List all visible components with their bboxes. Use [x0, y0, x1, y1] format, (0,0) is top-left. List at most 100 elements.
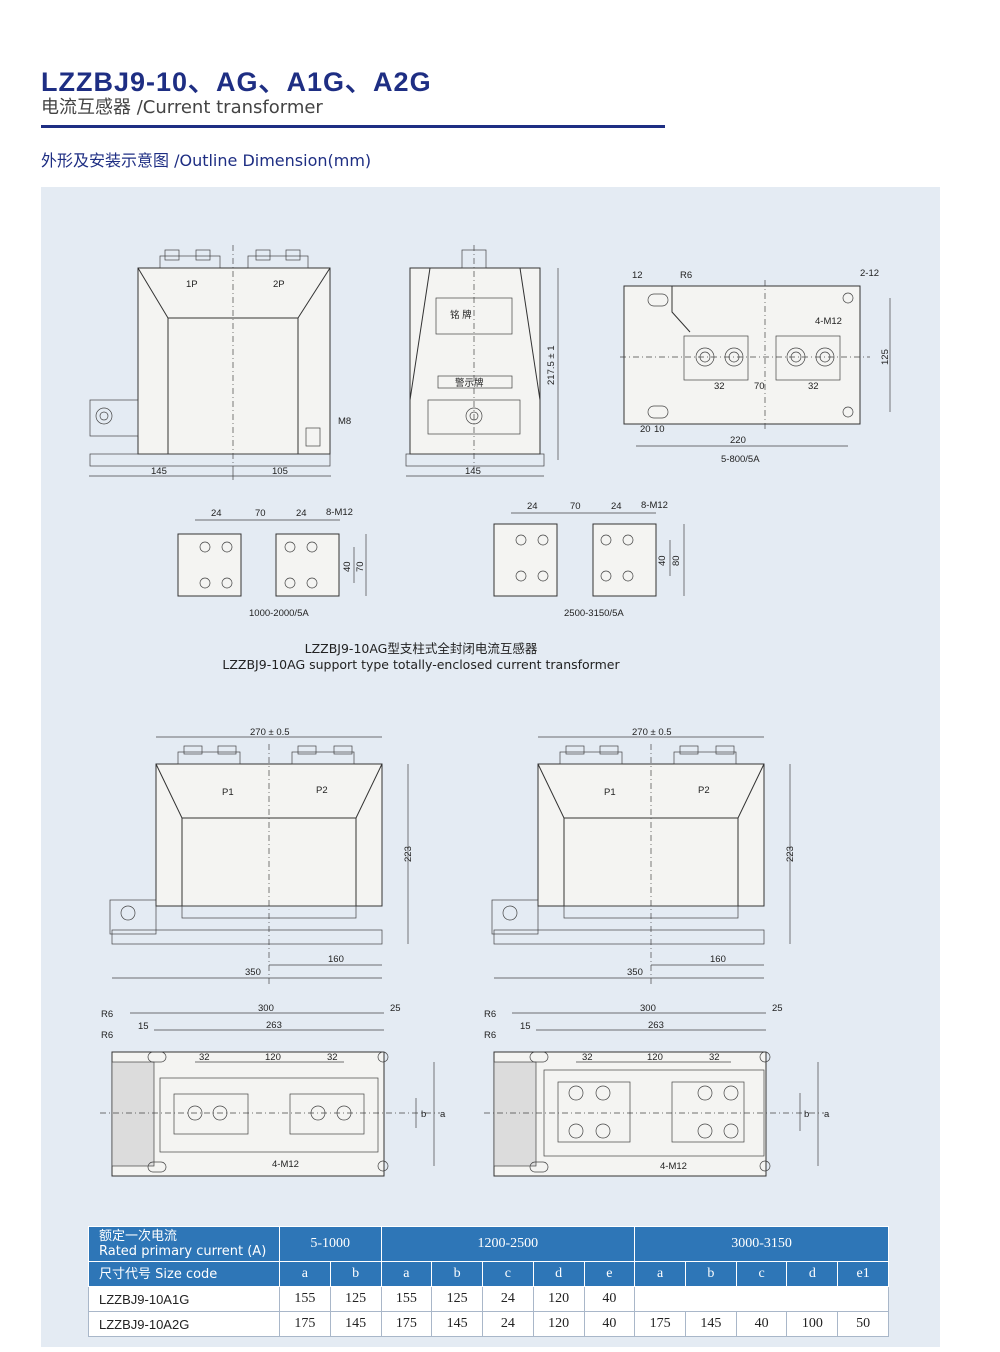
label-r6-2-b: R6	[484, 1030, 496, 1041]
table-row: LZZBJ9-10A1G 155 125 155 125 24 120 40	[88, 1286, 889, 1312]
dim-350-a: 350	[245, 967, 261, 978]
dim-145-a: 145	[151, 466, 167, 477]
label-8-m12-b: 8-M12	[641, 500, 668, 511]
label-8-m12-a: 8-M12	[326, 507, 353, 518]
label-p2-b: P2	[698, 785, 710, 796]
title-block: LZZBJ9-10、AG、A1G、A2G 电流互感器 /Current tran…	[41, 66, 665, 120]
dim-24-b: 24	[296, 508, 307, 519]
label-1p: 1P	[186, 279, 198, 290]
dim-350-b: 350	[627, 967, 643, 978]
dim-32-c: 32	[199, 1052, 210, 1063]
rating-top: 5-800/5A	[721, 454, 760, 465]
rating-b: 2500-3150/5A	[564, 608, 624, 619]
front-view-top: 1P 2P M8 145 105	[89, 245, 351, 480]
dimension-table: 额定一次电流 Rated primary current (A) 5-1000 …	[88, 1226, 889, 1337]
label-m8: M8	[338, 416, 351, 427]
dim-70: 70	[754, 381, 765, 392]
caption-en: LZZBJ9-10AG support type totally-enclose…	[222, 657, 620, 672]
front-view-lower-right: 270 ± 0.5 P1 P2 223 350 160	[491, 727, 796, 985]
header-rated-current: 额定一次电流 Rated primary current (A)	[88, 1226, 280, 1262]
size-code-cell: a	[278, 1261, 331, 1287]
plan-view-lower-left: 300 25 263 R6 R6 15 32 120 32 b a 4-M12	[100, 1003, 446, 1177]
dim-32-e: 32	[582, 1052, 593, 1063]
table-cell: 120	[532, 1311, 585, 1337]
table-cell	[634, 1286, 889, 1312]
section-title: 外形及安装示意图 /Outline Dimension(mm)	[41, 151, 372, 170]
dim-80: 80	[671, 555, 682, 566]
size-code-cell: c	[482, 1261, 534, 1287]
front-view-lower-left: 270 ± 0.5 P1 P2 223 350 160	[109, 727, 414, 985]
header-size-code: 尺寸代号 Size code	[88, 1261, 280, 1287]
page-subtitle: 电流互感器 /Current transformer	[41, 97, 323, 118]
table-cell: 155	[278, 1286, 331, 1312]
dim-20: 20	[640, 424, 651, 435]
dim-223-b: 223	[785, 846, 796, 862]
side-view-top: 铭 牌 警示牌 145 217.5 ± 1	[405, 245, 559, 477]
range-cell: 5-1000	[278, 1226, 382, 1262]
table-cell: 24	[482, 1311, 534, 1337]
rating-a: 1000-2000/5A	[249, 608, 309, 619]
label-r6-1-b: R6	[484, 1009, 496, 1020]
table-row: LZZBJ9-10A2G 175 145 175 145 24 120 40 1…	[88, 1311, 889, 1337]
dim-120-b: 120	[647, 1052, 663, 1063]
dim-b-a: b	[421, 1109, 426, 1120]
size-code-cell: c	[735, 1261, 788, 1287]
dim-160-a: 160	[328, 954, 344, 965]
label-2-12: 2-12	[860, 268, 879, 279]
dim-70-v: 70	[355, 561, 366, 572]
table-cell: 145	[684, 1311, 737, 1337]
size-code-cell: e	[583, 1261, 636, 1287]
dim-b-b: b	[804, 1109, 809, 1120]
table-cell: 145	[431, 1311, 484, 1337]
dim-263-b: 263	[648, 1020, 664, 1031]
label-r6-top: R6	[680, 270, 692, 281]
title-rule	[41, 125, 665, 128]
dim-25-b: 25	[772, 1003, 783, 1014]
label-p1-a: P1	[222, 787, 234, 798]
size-code-cell: b	[329, 1261, 382, 1287]
dim-160-b: 160	[710, 954, 726, 965]
table-cell: 175	[634, 1311, 686, 1337]
table-cell: 24	[482, 1286, 534, 1312]
label-4-m12-b: 4-M12	[660, 1161, 687, 1172]
dim-24-a: 24	[211, 508, 222, 519]
range-cell: 3000-3150	[634, 1226, 889, 1262]
caption-cn: LZZBJ9-10AG型支柱式全封闭电流互感器	[305, 641, 538, 656]
label-4-m12-top: 4-M12	[815, 316, 842, 327]
dim-263-a: 263	[266, 1020, 282, 1031]
table-cell: 40	[583, 1311, 636, 1337]
table-cell: 120	[532, 1286, 585, 1312]
header-rated-current-en: Rated primary current (A)	[99, 1244, 267, 1259]
dim-300-b: 300	[640, 1003, 656, 1014]
dim-145-b: 145	[465, 466, 481, 477]
dim-24-d: 24	[611, 501, 622, 512]
plan-view-top: 12 R6 2-12 4-M12 32 70 32 125 20 10 220 …	[620, 268, 891, 465]
dim-40-b: 40	[657, 555, 668, 566]
size-code-cell: d	[532, 1261, 585, 1287]
dim-32-a: 32	[714, 381, 725, 392]
dim-220: 220	[730, 435, 746, 446]
table-cell: 100	[786, 1311, 839, 1337]
table-cell: 40	[583, 1286, 636, 1312]
dim-a-a: a	[440, 1109, 446, 1120]
dim-223-a: 223	[403, 846, 414, 862]
plan-view-lower-right: 300 25 263 R6 R6 15 32 120 32 b a 4-M12	[484, 1003, 830, 1177]
dim-105: 105	[272, 466, 288, 477]
dim-70-a: 70	[255, 508, 266, 519]
table-cell: 145	[329, 1311, 382, 1337]
label-2p: 2P	[273, 279, 285, 290]
table-cell: 175	[380, 1311, 433, 1337]
dim-12: 12	[632, 270, 643, 281]
label-p2-a: P2	[316, 785, 328, 796]
size-code-cell: b	[431, 1261, 484, 1287]
model-name: LZZBJ9-10A1G	[88, 1286, 280, 1312]
dim-a-b: a	[824, 1109, 830, 1120]
warning-label: 警示牌	[455, 377, 484, 389]
table-header-row-2: 尺寸代号 Size code a b a b c d e a b c d e1	[88, 1261, 889, 1287]
label-p1-b: P1	[604, 787, 616, 798]
dim-32-f: 32	[709, 1052, 720, 1063]
dim-300-a: 300	[258, 1003, 274, 1014]
dim-15-b: 15	[520, 1021, 531, 1032]
header-rated-current-cn: 额定一次电流	[99, 1229, 178, 1244]
